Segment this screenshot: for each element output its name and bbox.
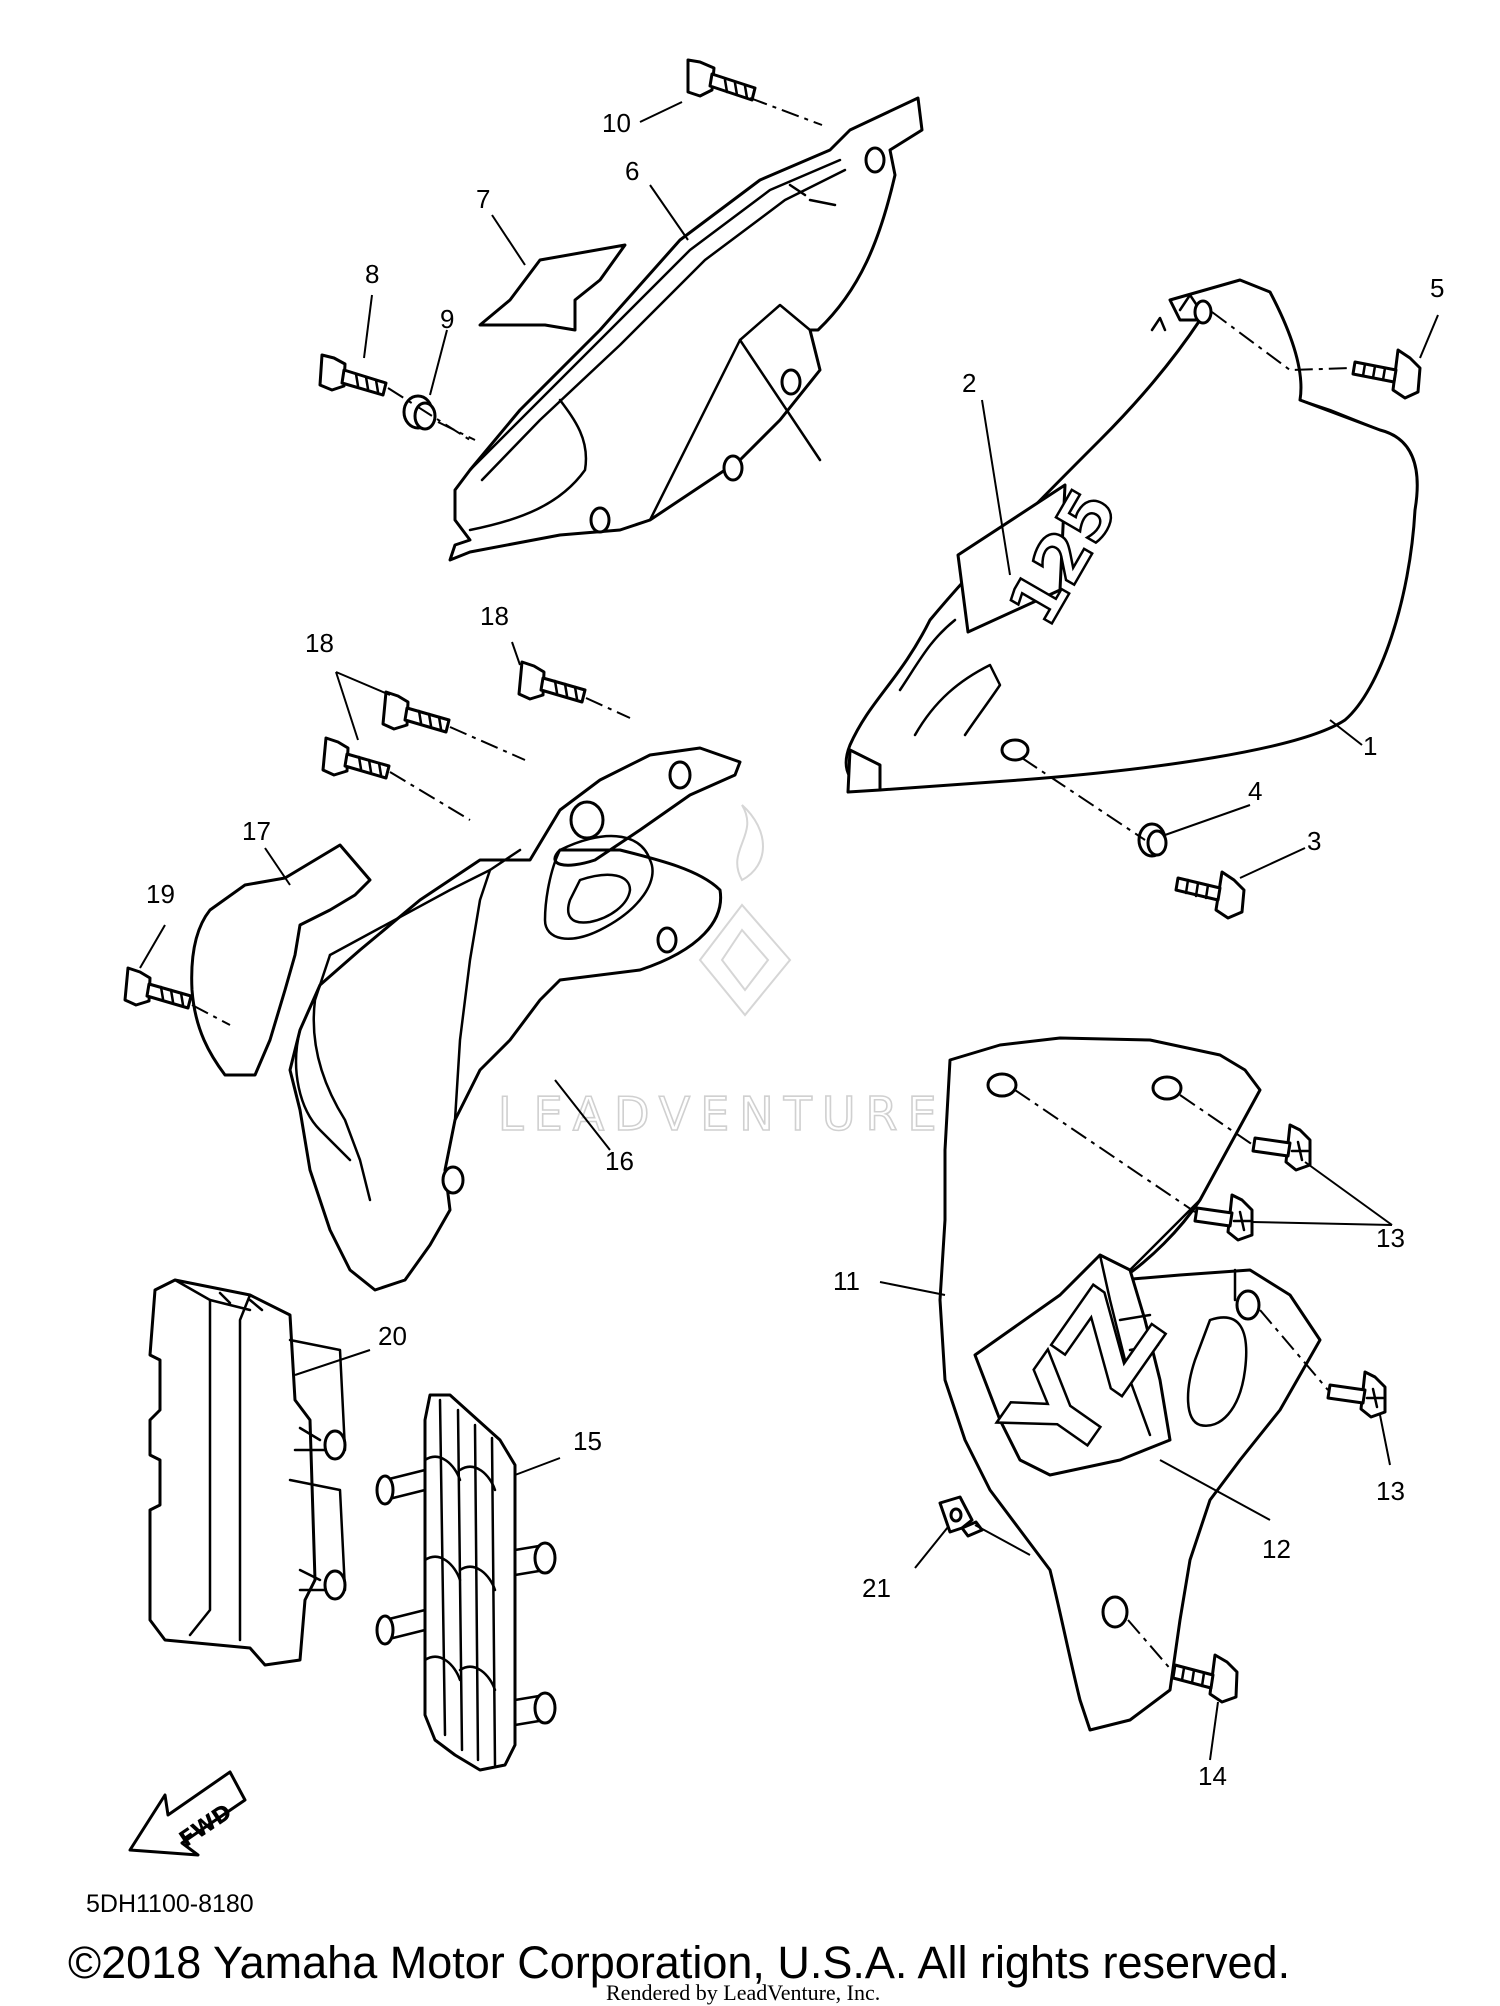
callout-14: 14 bbox=[1198, 1761, 1227, 1791]
side-cover: 125 bbox=[844, 278, 1419, 794]
watermark-text: LEADVENTURE bbox=[498, 1087, 947, 1141]
leadventure-watermark: LEADVENTURE bbox=[497, 804, 947, 1142]
bolt-18c bbox=[321, 736, 391, 780]
fwd-arrow-icon: FWD bbox=[128, 1770, 247, 1857]
callout-17: 17 bbox=[242, 816, 271, 846]
bolt-3 bbox=[1174, 870, 1246, 920]
radiator-cover bbox=[148, 1278, 347, 1667]
assembly-lines bbox=[191, 97, 1353, 1673]
bolt-18a bbox=[517, 660, 587, 704]
radiator-louver bbox=[375, 1393, 557, 1772]
callout-8: 8 bbox=[365, 259, 379, 289]
callout-21: 21 bbox=[862, 1573, 891, 1603]
bolt-14 bbox=[1171, 1653, 1239, 1704]
callout-10: 10 bbox=[602, 108, 631, 138]
callout-11: 11 bbox=[833, 1266, 860, 1296]
collar-4 bbox=[1137, 822, 1168, 858]
part-code: 5DH1100-8180 bbox=[86, 1890, 254, 1918]
callout-7: 7 bbox=[476, 184, 490, 214]
callout-6: 6 bbox=[625, 156, 639, 186]
callout-2: 2 bbox=[962, 368, 976, 398]
callout-13b: 13 bbox=[1376, 1476, 1405, 1506]
screw-13b bbox=[1193, 1193, 1254, 1242]
shroud-pad-17 bbox=[190, 843, 372, 1077]
callout-16: 16 bbox=[605, 1146, 634, 1176]
screw-13a bbox=[1251, 1123, 1312, 1172]
callout-15: 15 bbox=[573, 1426, 602, 1456]
leader-lines bbox=[139, 101, 1439, 1761]
bolt-18b bbox=[381, 690, 451, 734]
rendered-by-text: Rendered by LeadVenture, Inc. bbox=[606, 1980, 880, 2005]
callout-13a: 13 bbox=[1376, 1223, 1405, 1253]
air-shroud-cover bbox=[448, 96, 924, 562]
clip-21 bbox=[938, 1495, 984, 1538]
callout-5: 5 bbox=[1430, 273, 1444, 303]
callout-9: 9 bbox=[440, 304, 454, 334]
callout-12: 12 bbox=[1262, 1534, 1291, 1564]
callout-19: 19 bbox=[146, 879, 175, 909]
bolt-10 bbox=[686, 58, 757, 102]
bolt-19 bbox=[123, 966, 193, 1010]
screw-13c bbox=[1326, 1370, 1387, 1419]
callout-20: 20 bbox=[378, 1321, 407, 1351]
bolt-5 bbox=[1351, 348, 1422, 400]
copyright-text: ©2018 Yamaha Motor Corporation, U.S.A. A… bbox=[68, 1937, 1290, 1988]
callout-18b: 18 bbox=[480, 601, 509, 631]
callout-1: 1 bbox=[1363, 731, 1377, 761]
callout-labels: 1 2 3 4 5 6 7 8 9 10 11 12 13 13 14 15 1… bbox=[146, 108, 1444, 1791]
bolt-8 bbox=[318, 353, 388, 397]
radiator-guard bbox=[288, 746, 742, 1292]
damper-pad bbox=[478, 243, 627, 332]
callout-18a: 18 bbox=[305, 628, 334, 658]
callout-3: 3 bbox=[1307, 826, 1321, 856]
callout-4: 4 bbox=[1248, 776, 1262, 806]
collar-9 bbox=[402, 394, 437, 431]
